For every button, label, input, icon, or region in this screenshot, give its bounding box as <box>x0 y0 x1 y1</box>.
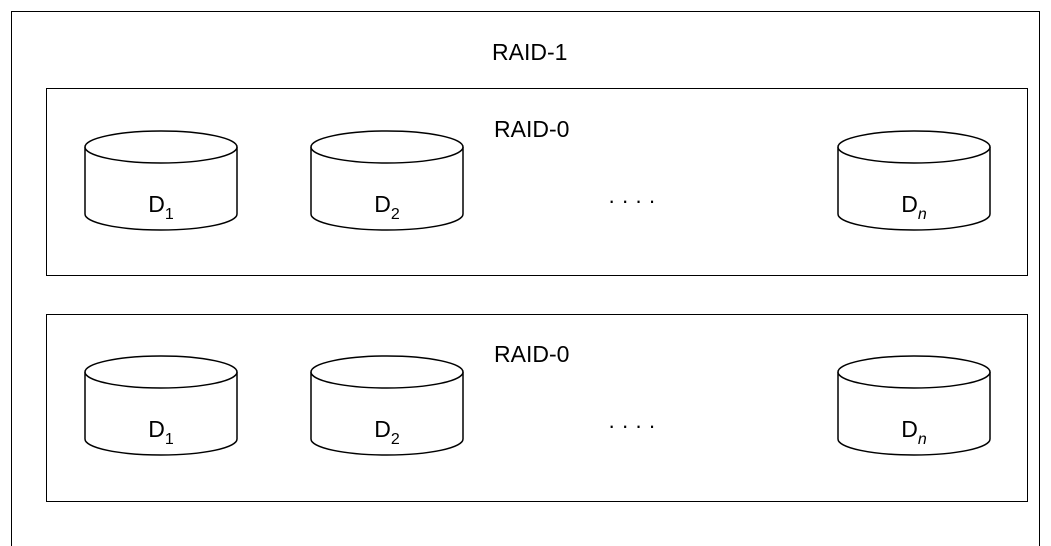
raid1-label: RAID-1 <box>492 39 568 65</box>
ellipsis: · · · · <box>608 188 656 213</box>
disk-subscript: n <box>918 431 927 448</box>
disk-label: D <box>148 416 165 442</box>
disk-subscript: 2 <box>391 431 400 448</box>
svg-text:Dn: Dn <box>901 191 927 223</box>
disk-label: D <box>374 191 391 217</box>
disk-icon: Dn <box>837 355 991 456</box>
disk-subscript: n <box>918 206 927 223</box>
raid0-group-2-label: RAID-0 <box>494 341 570 367</box>
disk-label: D <box>374 416 391 442</box>
disk-subscript: 2 <box>391 206 400 223</box>
disk-subscript: 1 <box>165 206 174 223</box>
raid0-group-1-label: RAID-0 <box>494 116 570 142</box>
ellipsis: · · · · <box>608 413 656 438</box>
disk-icon: D1 <box>84 355 238 456</box>
disk-subscript: 1 <box>165 431 174 448</box>
svg-text:D2: D2 <box>374 191 400 223</box>
svg-text:Dn: Dn <box>901 416 927 448</box>
svg-text:D2: D2 <box>374 416 400 448</box>
raid0-group-2 <box>46 314 1028 502</box>
raid1-container <box>11 11 1040 546</box>
disk-label: D <box>901 191 918 217</box>
disk-icon: D2 <box>310 355 464 456</box>
disk-icon: D1 <box>84 130 238 231</box>
svg-text:D1: D1 <box>148 416 174 448</box>
svg-text:D1: D1 <box>148 191 174 223</box>
disk-icon: Dn <box>837 130 991 231</box>
disk-label: D <box>148 191 165 217</box>
disk-icon: D2 <box>310 130 464 231</box>
disk-label: D <box>901 416 918 442</box>
raid0-group-1 <box>46 88 1028 276</box>
